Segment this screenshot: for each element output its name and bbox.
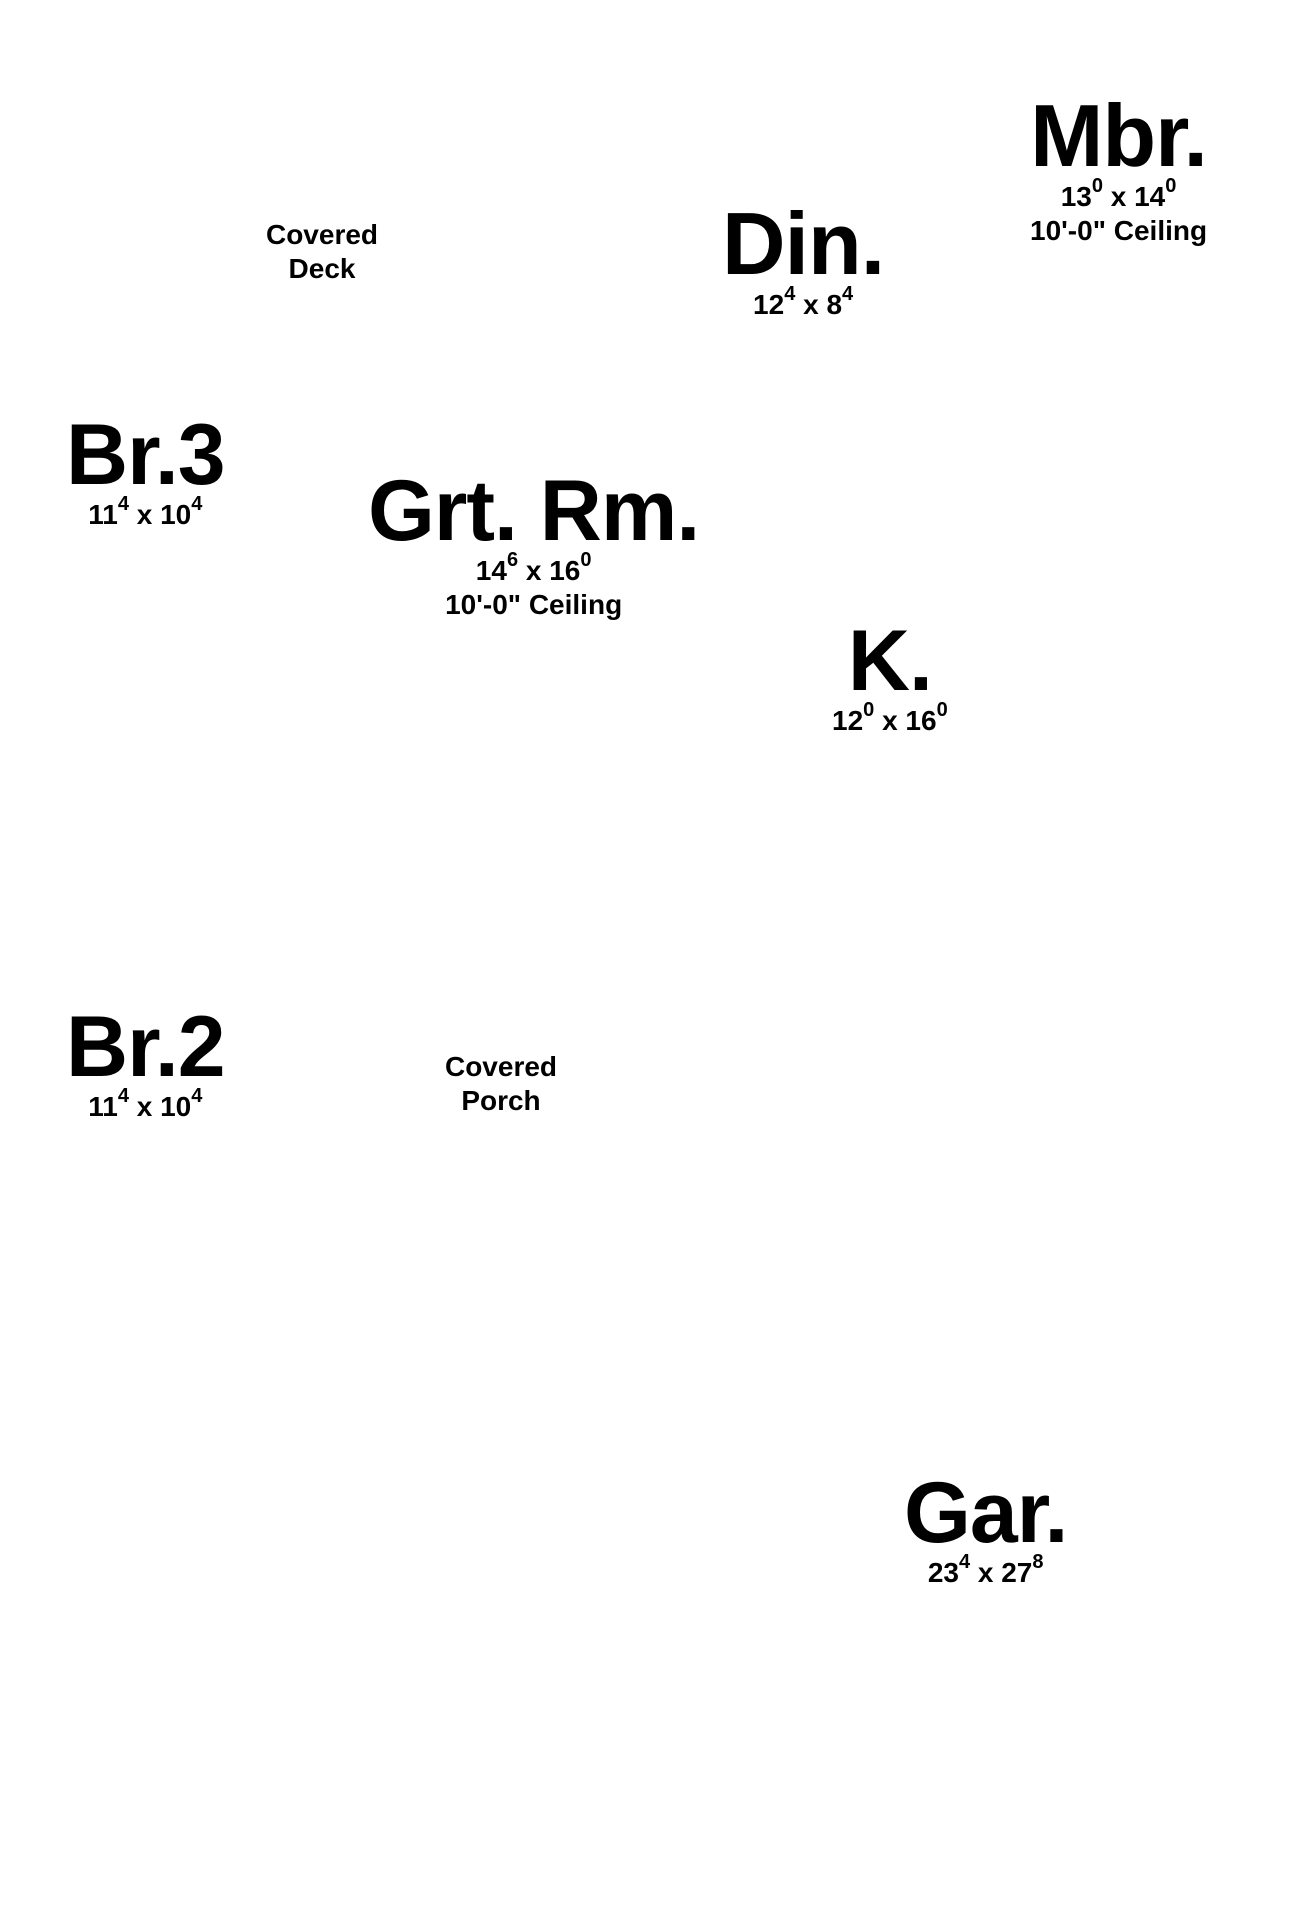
room-label-great-room: Grt. Rm. 146 x 160 10'-0" Ceiling	[368, 463, 700, 623]
room-dimensions: 124 x 84	[753, 282, 854, 320]
room-label-bedroom-2: Br.2 114 x 104	[66, 999, 226, 1123]
room-dimensions: 114 x 104	[88, 492, 203, 530]
room-label-dining: Din. 124 x 84	[722, 194, 885, 321]
room-name: Br.3	[66, 407, 226, 503]
room-dimensions: 130 x 140	[1060, 174, 1177, 212]
room-dimensions: 114 x 104	[88, 1084, 203, 1122]
room-name: Grt. Rm.	[368, 463, 700, 559]
room-dimensions: 146 x 160	[475, 548, 592, 586]
room-name: Br.2	[66, 999, 226, 1095]
room-name: Gar.	[904, 1465, 1068, 1561]
room-label-garage: Gar. 234 x 278	[904, 1465, 1068, 1589]
ceiling-height-note: 10'-0" Ceiling	[445, 588, 623, 620]
room-dimensions: 120 x 160	[832, 698, 948, 736]
room-dimensions: 234 x 278	[927, 1550, 1044, 1588]
room-name: K.	[847, 613, 933, 709]
room-label-master-bedroom: Mbr. 130 x 140 10'-0" Ceiling	[1030, 86, 1208, 249]
room-name: Mbr.	[1030, 86, 1208, 185]
ceiling-height-note: 10'-0" Ceiling	[1030, 214, 1208, 246]
covered-porch-label: Covered Porch	[444, 1051, 558, 1116]
room-label-bedroom-3: Br.3 114 x 104	[66, 407, 226, 531]
covered-deck-label: Covered Deck	[265, 219, 379, 284]
room-label-kitchen: K. 120 x 160	[832, 618, 948, 737]
room-name: Din.	[722, 194, 885, 293]
